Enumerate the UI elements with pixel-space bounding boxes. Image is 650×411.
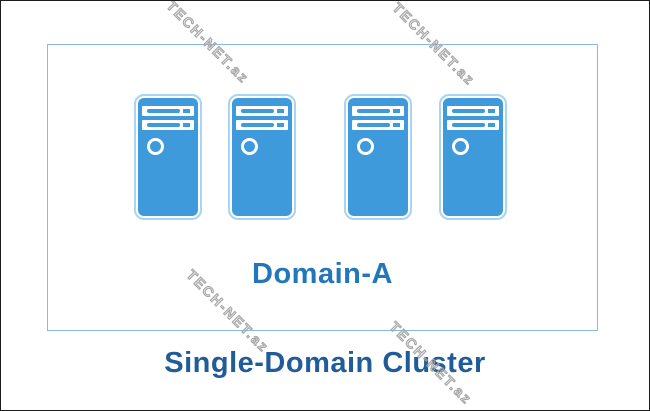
power-button-icon (147, 138, 164, 155)
tower-server-icon (228, 94, 296, 220)
drive-bay (352, 120, 404, 130)
server-chassis (443, 98, 503, 216)
drive-led (277, 109, 284, 113)
drive-bay (142, 106, 194, 116)
power-button-icon (357, 138, 374, 155)
drive-bay (236, 120, 288, 130)
drive-led (277, 123, 284, 127)
drive-bay (447, 106, 499, 116)
drive-led (488, 123, 495, 127)
drive-slot (357, 109, 390, 113)
server-chassis (348, 98, 408, 216)
drive-led (183, 109, 190, 113)
power-button-icon (241, 138, 258, 155)
drive-led (393, 123, 400, 127)
drive-led (393, 109, 400, 113)
drive-led (183, 123, 190, 127)
drive-bay (236, 106, 288, 116)
drive-bay (352, 106, 404, 116)
tower-server-icon (344, 94, 412, 220)
drive-slot (147, 109, 180, 113)
power-button-icon (452, 138, 469, 155)
drive-slot (147, 123, 180, 127)
domain-label: Domain-A (252, 258, 393, 290)
tower-server-icon (134, 94, 202, 220)
drive-led (488, 109, 495, 113)
server-chassis (138, 98, 198, 216)
server-chassis (232, 98, 292, 216)
drive-bay (447, 120, 499, 130)
drive-slot (452, 109, 485, 113)
drive-bay (142, 120, 194, 130)
drive-slot (452, 123, 485, 127)
tower-server-icon (439, 94, 507, 220)
domain-a-box: Domain-A (47, 44, 598, 331)
drive-slot (357, 123, 390, 127)
diagram-caption: Single-Domain Cluster (164, 347, 486, 379)
drive-slot (241, 109, 274, 113)
drive-slot (241, 123, 274, 127)
